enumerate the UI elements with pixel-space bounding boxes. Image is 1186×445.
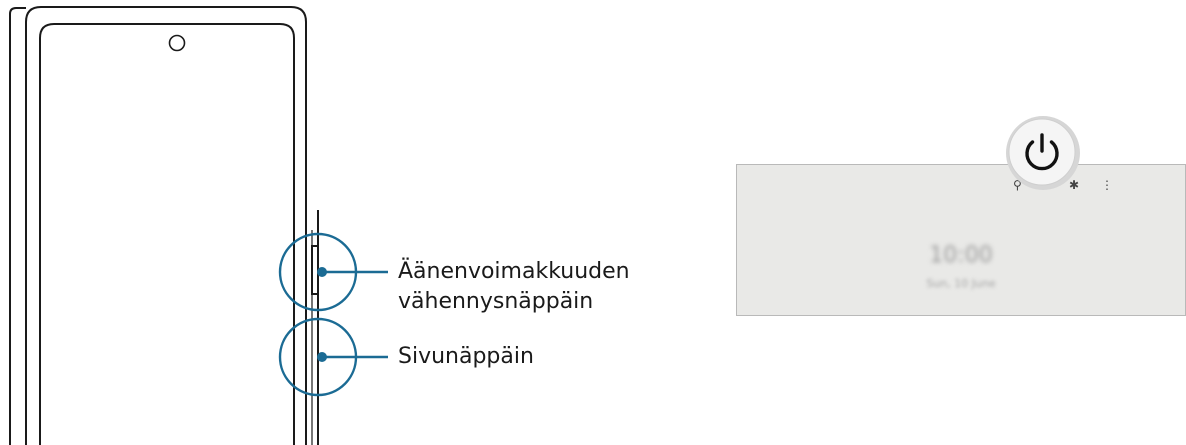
power-button-highlight[interactable] xyxy=(998,113,1092,195)
side-key-callout xyxy=(278,317,388,397)
power-icon xyxy=(1025,133,1059,171)
volume-down-callout xyxy=(278,232,388,312)
side-button-slot xyxy=(311,245,319,295)
volume-down-callout-dot xyxy=(317,267,327,277)
clock-date: Sun, 10 June xyxy=(926,277,996,290)
more-options-icon[interactable]: ⋮ xyxy=(1101,178,1113,192)
phone-illustration xyxy=(9,6,319,445)
side-key-callout-dot xyxy=(317,352,327,362)
volume-down-label-line2: vähennysnäppäin xyxy=(398,289,594,314)
quick-panel: ⚲ ✱ ⋮ 10:00 Sun, 10 June xyxy=(736,164,1186,316)
side-key-label: Sivunäppäin xyxy=(398,344,534,369)
phone-body-outline xyxy=(25,6,307,445)
phone-screen-outline xyxy=(39,23,295,445)
settings-icon[interactable]: ✱ xyxy=(1069,178,1080,192)
volume-down-label-line1: Äänenvoimakkuuden xyxy=(398,259,630,284)
clock-time: 10:00 xyxy=(929,243,993,268)
front-camera-icon xyxy=(168,34,186,52)
phone-back-edge xyxy=(9,7,26,445)
search-icon[interactable]: ⚲ xyxy=(1013,178,1022,192)
